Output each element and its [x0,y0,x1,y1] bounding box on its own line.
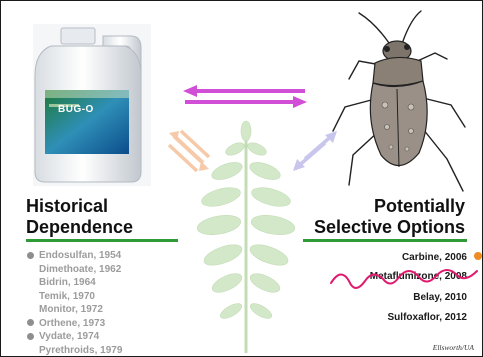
image-credit: Ellsworth/UA [432,343,474,352]
metaflumizone-scribble [330,269,478,289]
historical-item: Pyrethroids, 1979 [26,344,122,357]
historical-item: Monitor, 1972 [26,303,122,317]
historical-heading-line1: Historical [26,196,109,216]
insecticide-jug-image [33,24,151,186]
historical-item: Vydate, 1974 [26,330,122,344]
selective-options-heading: Potentially Selective Options [314,196,465,238]
magenta-double-arrow [183,85,307,108]
historical-heading: Historical Dependence [26,196,133,238]
selective-heading-line1: Potentially [373,196,465,216]
plant-illustration [196,120,296,353]
historical-item: Bidrin, 1964 [26,276,122,290]
historical-item-text: Endosulfan, 1954 [39,250,122,261]
peach-double-arrow [167,129,211,173]
historical-underline [26,239,178,242]
option-item-sulfoxaflor: Sulfoxaflor, 2012 [387,312,467,323]
lavender-double-arrow [293,131,337,171]
historical-item-text: Dimethoate, 1962 [39,263,122,275]
product-label: BUG-O [58,104,94,115]
bullet-dot [27,251,34,259]
historical-item-text: Bidrin, 1964 [39,277,96,288]
carbine-orange-marker [474,252,482,260]
historical-item-text: Pyrethroids, 1979 [39,344,123,356]
insect-illustration [332,10,466,192]
historical-item: Temik, 1970 [26,290,122,304]
bullet-dot [27,332,34,340]
option-item-carbine: Carbine, 2006 [401,252,467,263]
historical-heading-line2: Dependence [26,217,134,237]
historical-item-text: Vydate, 1974 [39,331,100,342]
selective-underline [303,239,467,242]
option-item-belay: Belay, 2010 [413,292,467,303]
historical-item: Dimethoate, 1962 [26,263,122,277]
historical-item-text: Monitor, 1972 [39,304,103,315]
historical-item-text: Orthene, 1973 [39,317,106,329]
historical-item: Orthene, 1973 [26,317,122,331]
historical-item: Endosulfan, 1954 [26,249,122,263]
selective-heading-line2: Selective Options [313,217,465,237]
bullet-dot [27,319,34,326]
historical-item-text: Temik, 1970 [39,290,95,302]
